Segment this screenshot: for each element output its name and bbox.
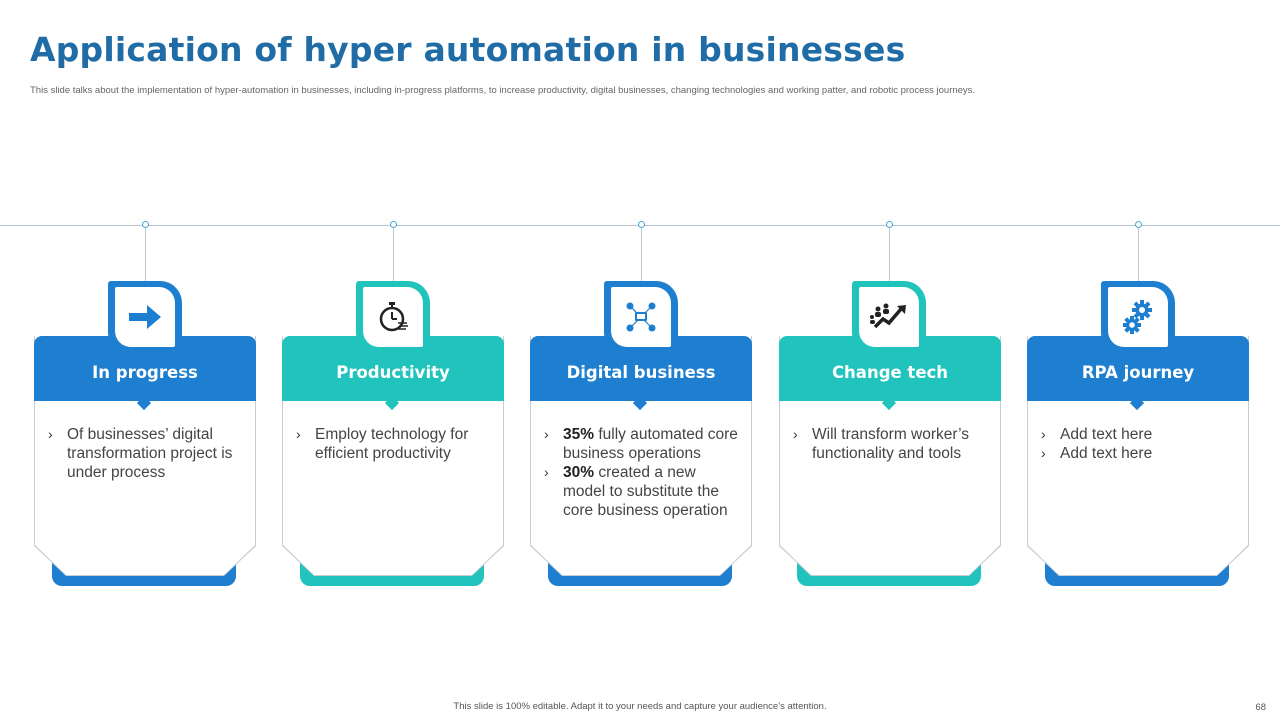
- chevron-right-icon: ›: [544, 464, 549, 480]
- bullet-item: ›Employ technology for efficient product…: [296, 426, 469, 462]
- icon-box-rpa-journey: [1101, 281, 1175, 355]
- card-bullets: ›35% fully automated core business opera…: [544, 425, 740, 520]
- arrow-right-icon: [129, 305, 161, 329]
- page-number: 68: [1255, 702, 1266, 713]
- card-rpa-journey: RPA journey ›Add text here ›Add text her…: [1027, 336, 1249, 588]
- card-label: Productivity: [336, 363, 450, 382]
- bullet-item: ›Add text here: [1041, 426, 1153, 443]
- timeline-dot: [142, 221, 149, 228]
- card-productivity: Productivity ›Employ technology for effi…: [282, 336, 504, 588]
- card-label: RPA journey: [1081, 363, 1195, 382]
- bullet-item: ›35% fully automated core business opera…: [544, 426, 738, 462]
- card-bullets: ›Of businesses’ digital transformation p…: [48, 425, 244, 482]
- chevron-right-icon: ›: [1041, 445, 1046, 461]
- chevron-right-icon: ›: [1041, 426, 1046, 442]
- timeline-connector: [641, 228, 642, 282]
- chevron-right-icon: ›: [48, 426, 53, 442]
- timeline-connector: [1138, 228, 1139, 282]
- card-bullets: ›Employ technology for efficient product…: [296, 425, 492, 463]
- card-digital-business: Digital business ›35% fully automated co…: [530, 336, 752, 588]
- icon-box-productivity: [356, 281, 430, 355]
- icon-box-change-tech: [852, 281, 926, 355]
- bullet-item: ›Of businesses’ digital transformation p…: [48, 426, 233, 481]
- card-change-tech: Change tech ›Will transform worker’s fun…: [779, 336, 1001, 588]
- stopwatch-icon: [379, 302, 408, 332]
- slide-subtitle: This slide talks about the implementatio…: [30, 85, 976, 96]
- card-bullets: ›Add text here ›Add text here: [1041, 425, 1237, 463]
- timeline-connector: [889, 228, 890, 282]
- card-label: Change tech: [831, 363, 949, 382]
- gears-icon: [1123, 300, 1152, 334]
- timeline-dot: [886, 221, 893, 228]
- footer-note: This slide is 100% editable. Adapt it to…: [453, 701, 827, 712]
- chevron-right-icon: ›: [296, 426, 301, 442]
- icon-box-digital-business: [604, 281, 678, 355]
- slide-title: Application of hyper automation in busin…: [30, 30, 906, 69]
- timeline-dot: [1135, 221, 1142, 228]
- icon-box-in-progress: [108, 281, 182, 355]
- card-label: In progress: [92, 363, 198, 382]
- timeline-dot: [390, 221, 397, 228]
- bullet-item: ›Will transform worker’s functionality a…: [793, 426, 970, 462]
- timeline-connector: [393, 228, 394, 282]
- people-growth-icon: [870, 303, 906, 329]
- bullet-item: ›30% created a new model to substitute t…: [544, 464, 728, 519]
- timeline-dot: [638, 221, 645, 228]
- network-icon: [626, 302, 656, 332]
- chevron-right-icon: ›: [544, 426, 549, 442]
- timeline-connector: [145, 228, 146, 282]
- bullet-item: ›Add text here: [1041, 445, 1153, 462]
- card-in-progress: In progress ›Of businesses’ digital tran…: [34, 336, 256, 588]
- chevron-right-icon: ›: [793, 426, 798, 442]
- card-label: Digital business: [566, 363, 716, 382]
- card-bullets: ›Will transform worker’s functionality a…: [793, 425, 989, 463]
